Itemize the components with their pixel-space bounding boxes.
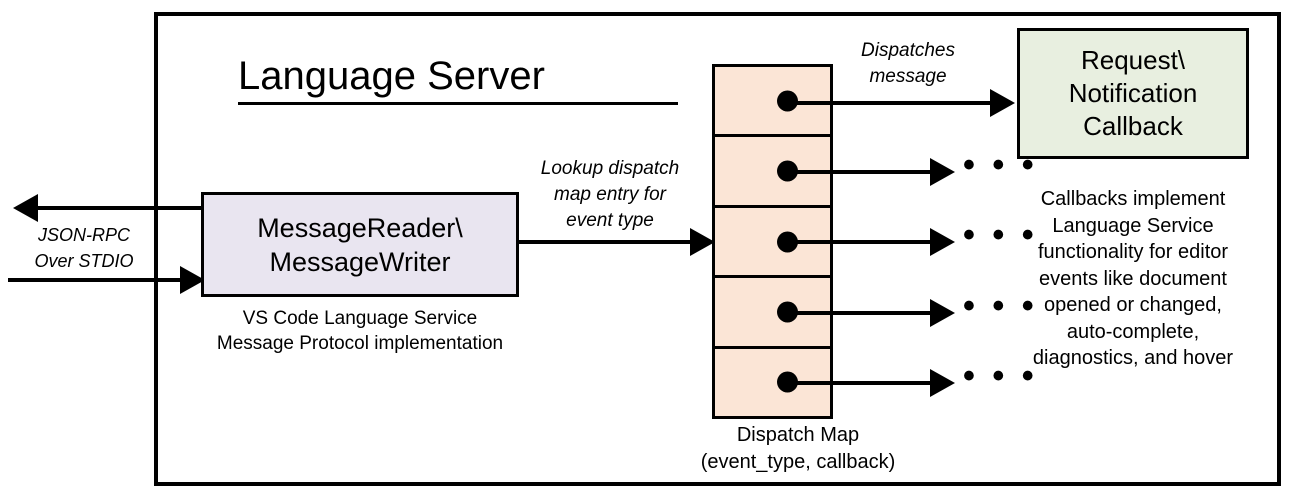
- request-notification-callback-box[interactable]: Request\ Notification Callback: [1017, 28, 1249, 159]
- language-server-boundary: [154, 12, 1281, 486]
- callback-edge-arrowhead-4: [930, 299, 955, 327]
- lookup-edge-label: Lookup dispatch map entry for event type: [540, 158, 680, 231]
- callback-description: Callbacks implement Language Service fun…: [1032, 188, 1234, 369]
- callback-edge-arrowhead-3: [930, 228, 955, 256]
- callback-edge-line-3: [782, 240, 934, 244]
- outbound-channel-line: [38, 206, 208, 210]
- dispatch-edge-line: [782, 101, 994, 105]
- message-reader-writer-caption: VS Code Language Service Message Protoco…: [216, 308, 504, 354]
- callback-ellipsis-5: • • •: [963, 357, 1038, 395]
- lookup-edge-line: [519, 240, 694, 244]
- dispatch-map-caption: Dispatch Map (event_type, callback): [700, 424, 896, 473]
- page-title: Language Server: [238, 52, 678, 105]
- callback-edge-line-4: [782, 311, 934, 315]
- callback-edge-line-5: [782, 381, 934, 385]
- json-rpc-channel-label: JSON-RPC Over STDIO: [34, 225, 134, 271]
- callback-ellipsis-2: • • •: [963, 146, 1038, 184]
- message-reader-writer-box[interactable]: MessageReader\ MessageWriter: [201, 192, 519, 297]
- request-notification-callback-label: Request\ Notification Callback: [1068, 45, 1198, 141]
- message-reader-writer-label: MessageReader\ MessageWriter: [257, 212, 463, 277]
- dot-icon: [777, 90, 798, 112]
- inbound-channel-arrowhead: [180, 266, 205, 294]
- callback-edge-arrowhead-5: [930, 369, 955, 397]
- lookup-edge-arrowhead: [690, 228, 715, 256]
- callback-edge-line-2: [782, 170, 934, 174]
- outbound-channel-arrowhead: [13, 194, 38, 222]
- dispatch-edge-label: Dispatches message: [861, 40, 955, 87]
- inbound-channel-line: [8, 278, 183, 282]
- dispatch-edge-arrowhead: [990, 89, 1015, 117]
- callback-edge-arrowhead-2: [930, 158, 955, 186]
- table-row[interactable]: [715, 67, 830, 138]
